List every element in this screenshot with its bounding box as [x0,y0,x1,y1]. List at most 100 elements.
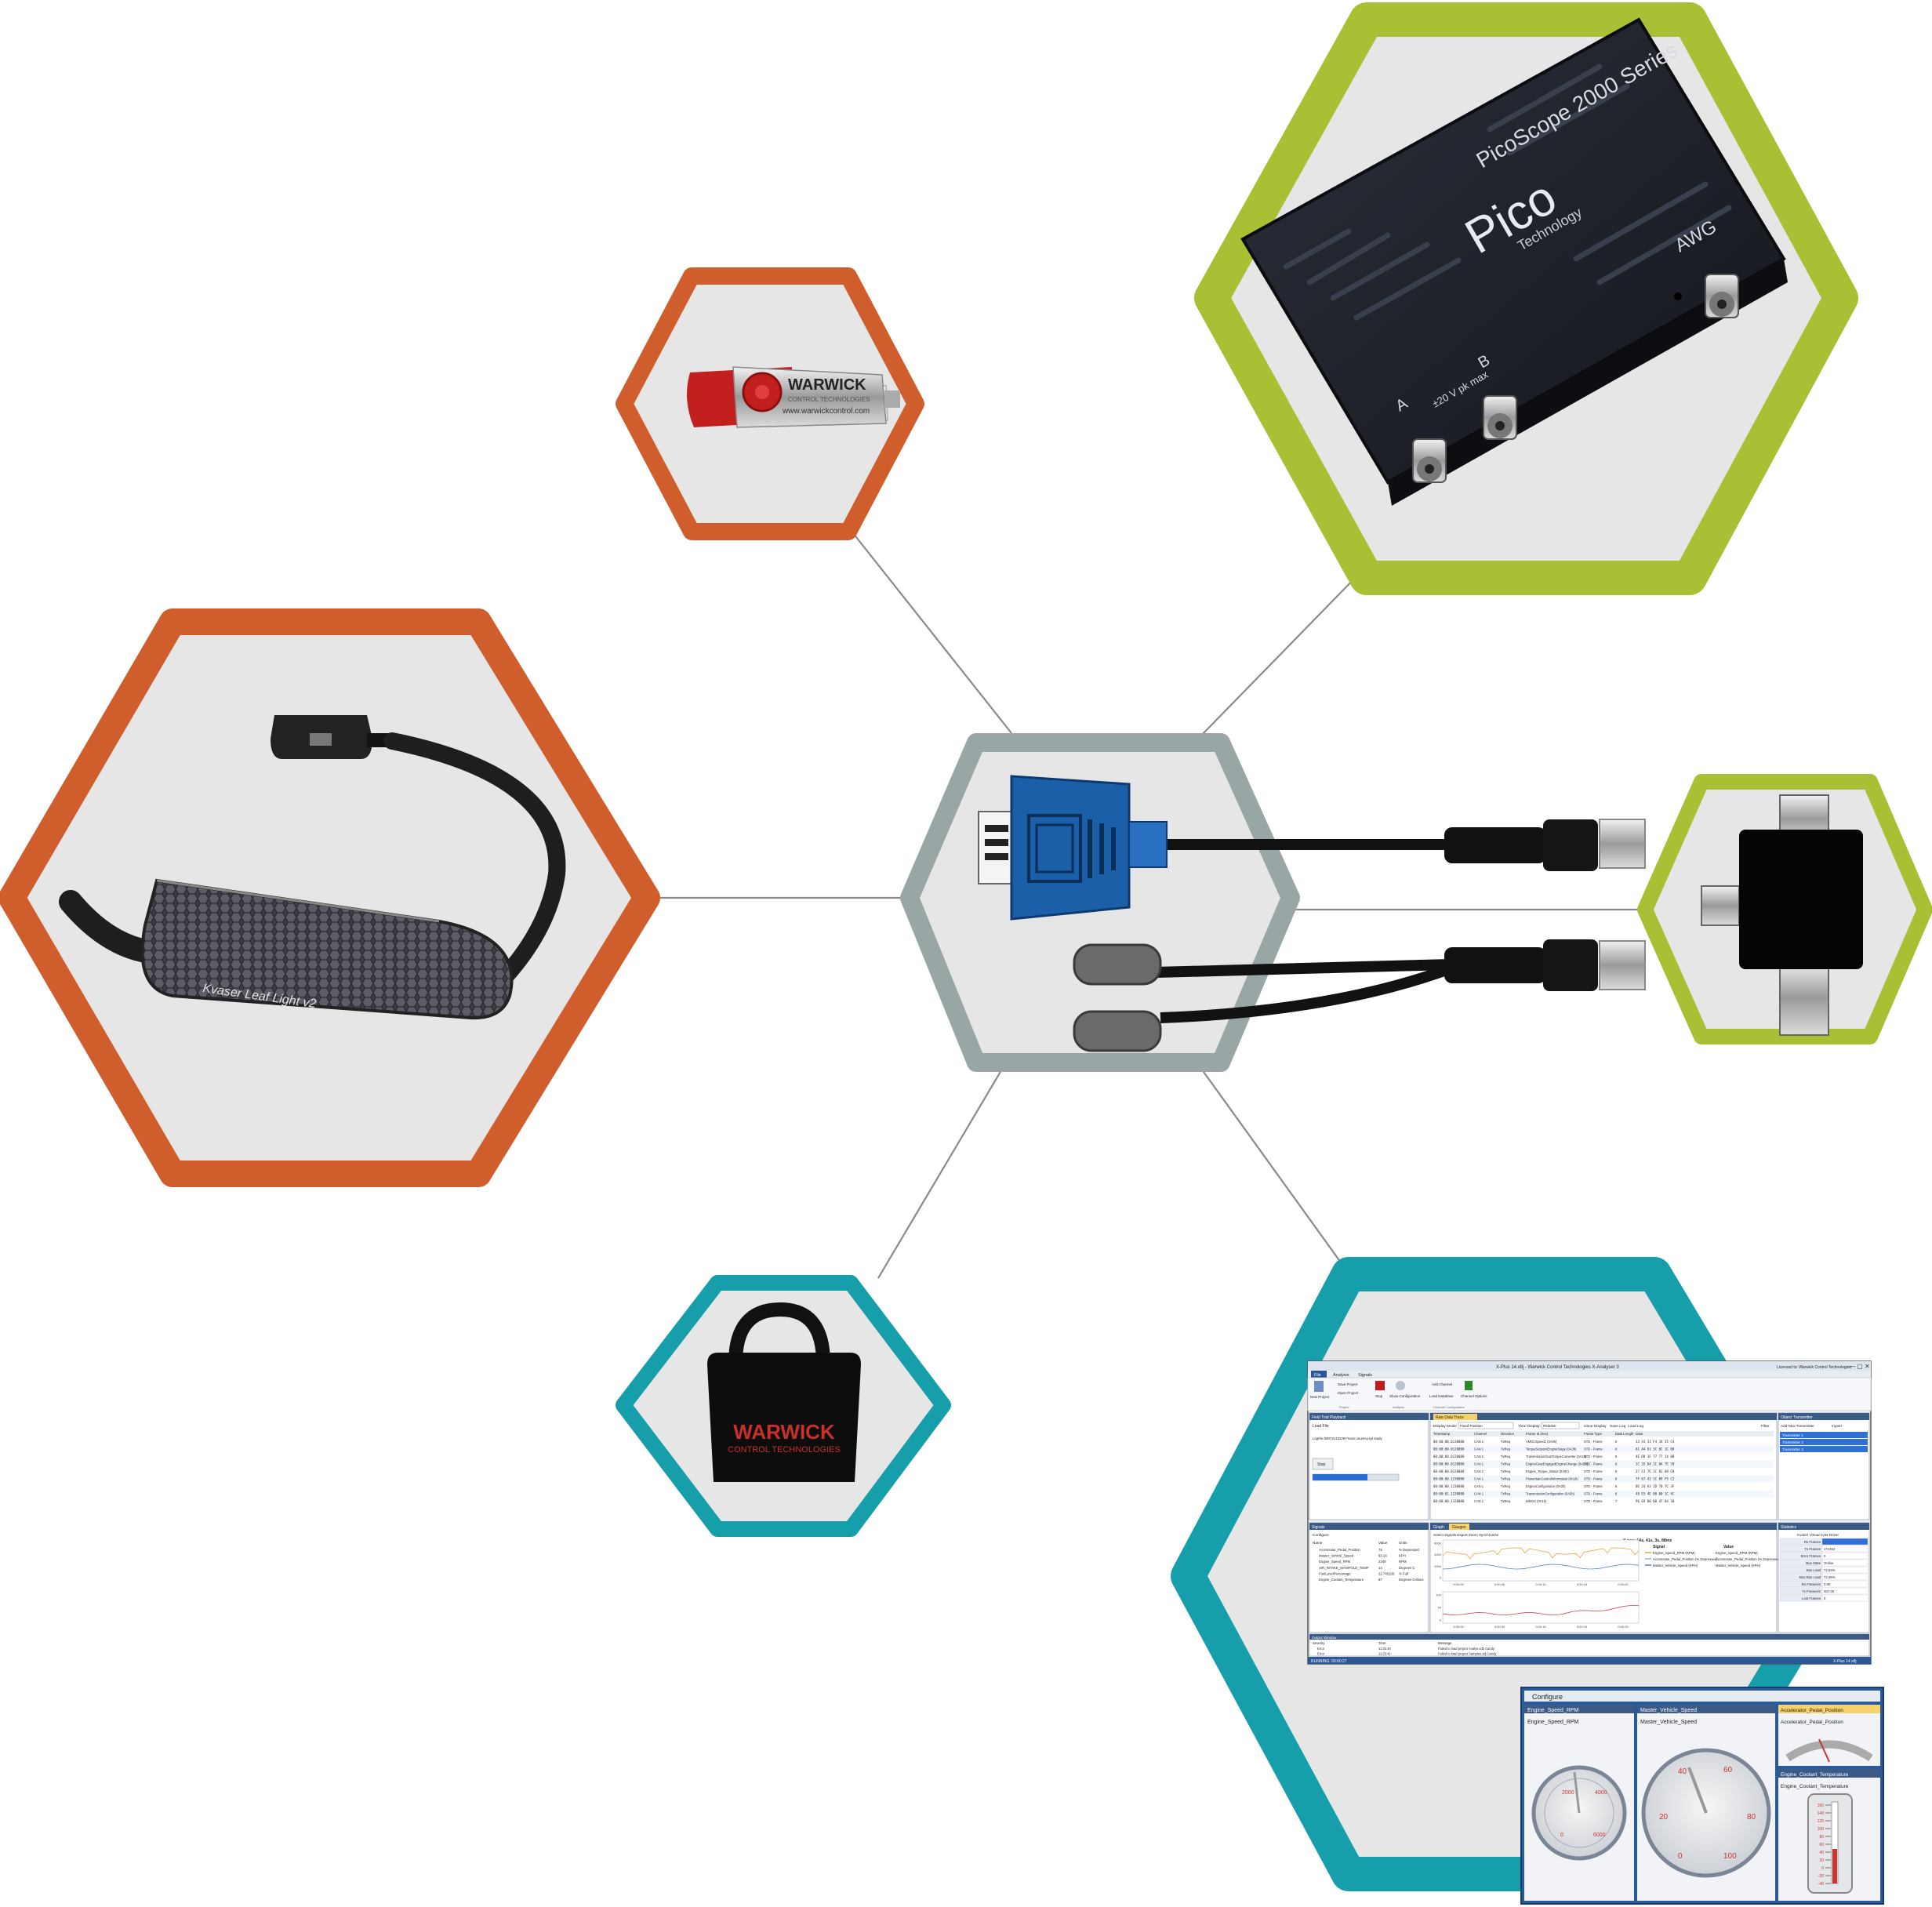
scale-label: -40 [1818,1882,1824,1887]
new-project-button[interactable]: New Project [1310,1395,1330,1399]
software-window: X-Plus 14.x8j - Warwick Control Technolo… [1307,1360,1872,1665]
load-log-button[interactable]: Load Log [1628,1424,1643,1429]
svg-text:File: File [1314,1373,1321,1378]
svg-text:Display Mode:: Display Mode: [1433,1424,1457,1429]
show-config-button[interactable]: Show Configuration [1389,1394,1421,1398]
trace-header-cell: Timestamp [1433,1432,1451,1436]
table-cell: TorqueSetpointEngineStage (0A3h) [1526,1448,1577,1451]
legend-value: Accelerator_Pedal_Position (% Depressed) [1716,1557,1781,1561]
tab-graph[interactable]: Graph [1433,1525,1444,1530]
load-database-button[interactable]: Load Database [1429,1394,1454,1398]
legend-value: Master_Vehicle_Speed (KPH) [1716,1564,1761,1567]
tab-raw-trace[interactable] [1433,1414,1477,1420]
row-value-bg [1821,1573,1868,1581]
y-tick-label: 2000 [1434,1564,1442,1568]
gauges-configure-button[interactable]: Configure [1532,1693,1563,1701]
table-cell: STD - Frame [1584,1477,1603,1481]
save-project-button[interactable]: Save Project [1338,1382,1358,1386]
x-tick-label: 0:00:10 [1535,1582,1546,1586]
load-file-button[interactable]: Load File [1313,1424,1329,1429]
x-tick-label: 0:00:05 [1494,1582,1505,1586]
table-cell: Error Frames [1801,1554,1821,1558]
table-cell: 8 [1615,1477,1618,1481]
tab-analysis[interactable]: Analysis [1333,1373,1349,1378]
bag-tagline: CONTROL TECHNOLOGIES [728,1445,841,1455]
usb-url: www.warwickcontrol.com [782,407,870,416]
y-tick-label: 50 [1438,1606,1442,1610]
list-item-label: Transmitter 1 [1782,1433,1803,1437]
table-cell: Rx Frames [1804,1540,1821,1544]
clear-display-button[interactable]: Clear Display [1584,1424,1607,1429]
graph-toolbar[interactable]: Select Signals Export Zoom Synchronise [1433,1533,1499,1537]
svg-text:Engine_Speed_RPM: Engine_Speed_RPM [1527,1720,1579,1725]
table-row: Rx Frames [1779,1538,1868,1546]
table-cell: AIR_INTAKE_MANIFOLD_TEMP [1319,1566,1369,1570]
save-log-button[interactable]: Save Log [1610,1424,1626,1429]
svg-text:Channel Configuration: Channel Configuration [1433,1405,1465,1409]
table-cell: 0.00 [1824,1582,1831,1586]
svg-text:Master_Vehicle_Speed: Master_Vehicle_Speed [1640,1708,1697,1713]
gauge-needle [1573,1771,1581,1814]
channel-options-button[interactable]: Channel Options [1461,1394,1487,1398]
scale-label: 20 [1819,1858,1824,1863]
usb-stick-hexagon: WARWICK CONTROL TECHNOLOGIES www.warwick… [616,267,924,540]
table-cell: Max Bus Load [1799,1575,1821,1579]
svg-text:6000: 6000 [1593,1833,1606,1838]
gear-icon[interactable] [1396,1381,1405,1390]
list-item[interactable]: Transmitter 3 [1780,1446,1868,1452]
table-cell: 00:00:00.0120000 [1433,1448,1465,1451]
svg-text:Signals: Signals [1312,1525,1325,1530]
connector-lines [651,532,1643,1279]
table-cell: Degrees C [1399,1566,1415,1570]
row-value-bg [1821,1552,1868,1560]
add-transmitter-button[interactable]: Add New Transmitter [1781,1424,1814,1428]
y-tick-label: 0 [1440,1576,1442,1580]
svg-text:Gauges: Gauges [1452,1525,1466,1530]
table-cell: TxReq [1501,1499,1511,1503]
table-cell: 2349 [1378,1560,1386,1564]
window-controls[interactable]: — ▢ ✕ [1849,1363,1870,1370]
table-cell: FuelLevelPercentage [1319,1571,1351,1575]
time-display-select[interactable] [1541,1422,1580,1429]
playback-stop-button[interactable] [1312,1458,1334,1470]
table-cell: Engine_Coolant_Temperature [1319,1578,1364,1582]
statistics-panel: Statistics Kvaser Virtual CAN Driver Rx … [1778,1522,1870,1633]
table-cell: Brk021 (0A1h) [1526,1499,1547,1503]
display-mode-select[interactable] [1458,1422,1514,1429]
open-project-button[interactable]: Open Project [1338,1391,1359,1395]
scale-label: 160 [1818,1803,1825,1808]
add-channel-button[interactable]: Add Channel [1432,1382,1452,1386]
table-cell: KPH [1399,1554,1406,1558]
new-project-icon[interactable] [1314,1381,1324,1392]
signals-configure-button[interactable]: Configure [1313,1533,1329,1538]
table-cell: TxReq [1501,1492,1511,1496]
list-item[interactable]: Transmitter 2 [1780,1439,1868,1445]
tab-signals[interactable]: Signals [1358,1373,1372,1378]
table-cell: Online [1824,1561,1834,1565]
import-button[interactable]: Import [1832,1424,1843,1428]
list-item[interactable]: Transmitter 1 [1780,1432,1868,1438]
table-cell: 1C 35 D4 1C 0A 7E 70 [1636,1462,1675,1466]
stop-icon[interactable] [1375,1381,1385,1390]
tab-gauges[interactable] [1449,1524,1469,1530]
channel-options-icon[interactable] [1465,1381,1473,1390]
table-cell: STD - Frame [1584,1462,1603,1466]
scale-label: 0 [1821,1866,1824,1871]
table-cell: Tx Frames/s [1802,1589,1821,1593]
stop-button[interactable]: Stop [1375,1394,1383,1398]
table-cell: 8 [1615,1469,1618,1473]
signals-header-cell: Name [1313,1541,1323,1545]
table-cell: CAN 1 [1474,1484,1484,1488]
tab-file[interactable] [1311,1371,1327,1378]
table-cell: CAN 1 [1474,1469,1484,1473]
filter-button[interactable]: Filter [1761,1424,1770,1429]
output-header-cell: Time [1378,1641,1386,1645]
svg-text:Value: Value [1723,1545,1734,1549]
